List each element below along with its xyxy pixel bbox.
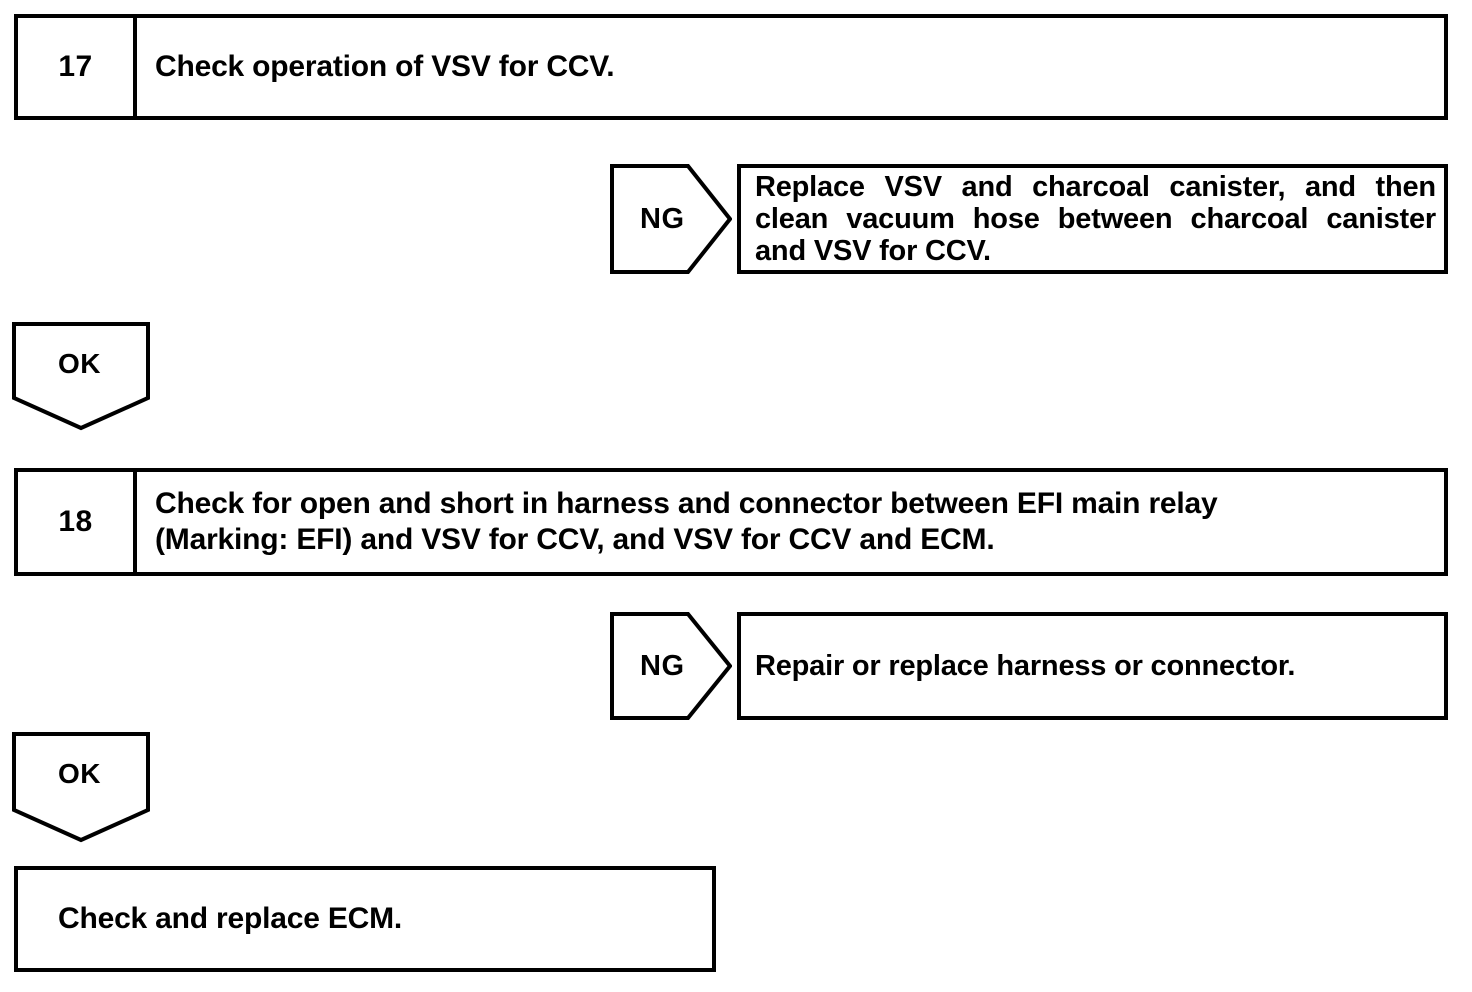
step-text-17: Check operation of VSV for CCV. (137, 18, 1444, 116)
ng-action-line: Replace VSV and charcoal canister, and t… (755, 171, 1436, 203)
branch-ng-2: NG Repair or replace harness or connecto… (610, 612, 1448, 722)
ok-label-2: OK (58, 758, 101, 789)
ng-action-line: clean vacuum hose between charcoal canis… (755, 203, 1436, 235)
step-number-17: 17 (18, 18, 137, 116)
branch-ng-1: NG Replace VSV and charcoal canister, an… (610, 164, 1448, 276)
ng-action-line: Repair or replace harness or connector. (755, 650, 1296, 682)
step-text-line: Check for open and short in harness and … (155, 487, 1218, 520)
step-number-18: 18 (18, 472, 137, 572)
ng-action-box-1: Replace VSV and charcoal canister, and t… (737, 164, 1448, 274)
step-text-line: Check operation of VSV for CCV. (155, 50, 615, 83)
terminal-text: Check and replace ECM. (58, 902, 403, 935)
step-text-line: (Marking: EFI) and VSV for CCV, and VSV … (155, 523, 995, 556)
ng-action-box-2: Repair or replace harness or connector. (737, 612, 1448, 720)
step-box-17: 17 Check operation of VSV for CCV. (14, 14, 1448, 120)
ng-arrow-1: NG (610, 164, 732, 274)
ng-action-line: and VSV for CCV. (755, 235, 991, 267)
ng-arrow-2: NG (610, 612, 732, 720)
ng-label-2: NG (640, 649, 685, 682)
ok-arrow-1: OK (12, 322, 152, 432)
ng-label-1: NG (640, 202, 685, 235)
step-text-18: Check for open and short in harness and … (137, 472, 1444, 572)
step-box-18: 18 Check for open and short in harness a… (14, 468, 1448, 576)
ok-label-1: OK (58, 348, 101, 379)
terminal-box: Check and replace ECM. (14, 866, 716, 972)
ok-arrow-2: OK (12, 732, 152, 844)
